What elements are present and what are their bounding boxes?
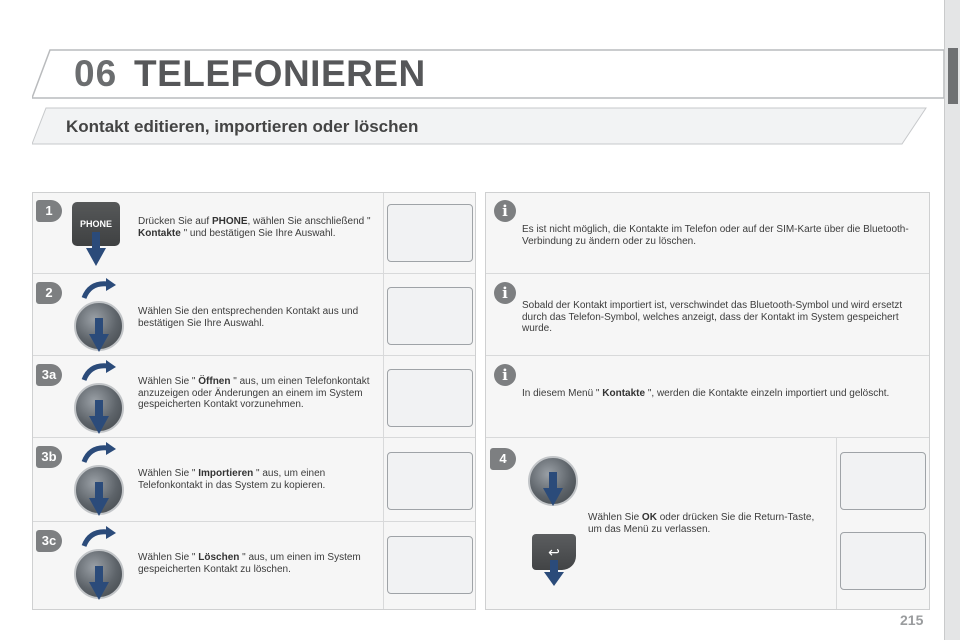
chapter-tab-marker [948,48,958,104]
info-icon: i [494,200,516,222]
info-note-2: Sobald der Kontakt importiert ist, versc… [522,300,903,335]
step-2-text: Wählen Sie den entsprechenden Kontakt au… [138,306,359,329]
info-icon: i [494,282,516,304]
chapter-title: TELEFONIEREN [134,53,426,94]
arrow-down-icon [86,232,106,266]
chapter-header-band [32,49,944,99]
row-divider [33,273,475,274]
section-title: Kontakt editieren, importieren oder lösc… [66,117,419,136]
rotate-arrow-icon [81,442,116,464]
step-badge-4: 4 [490,448,516,470]
radio-thumbnail [840,452,926,510]
radio-thumbnail [387,369,473,427]
arrow-down-icon [89,566,109,600]
info-icon: i [494,364,516,386]
section-header-band [32,107,927,145]
step-badge-3c: 3c [36,530,62,552]
radio-thumbnail [387,536,473,594]
row-divider [486,437,929,438]
chapter-number: 06 [74,53,118,94]
step-badge-1: 1 [36,200,62,222]
step-3b-text: Wählen Sie " Importieren " aus, um einen… [138,468,326,491]
rotate-arrow-icon [81,526,116,548]
step-badge-2: 2 [36,282,62,304]
thumb-column-divider [836,438,837,609]
step-badge-3b: 3b [36,446,62,468]
thumb-column-divider [383,193,384,609]
page-edge-sidebar [944,0,960,640]
step-3c-text: Wählen Sie " Löschen " aus, um einen im … [138,552,361,575]
row-divider [486,273,929,274]
step-badge-3a: 3a [36,364,62,386]
arrow-down-icon [89,318,109,352]
radio-thumbnail [387,204,473,262]
arrow-down-icon [89,400,109,434]
row-divider [33,437,475,438]
arrow-down-icon [544,560,564,586]
rotate-arrow-icon [81,278,116,300]
radio-thumbnail [840,532,926,590]
info-note-1: Es ist nicht möglich, die Kontakte im Te… [522,224,909,247]
radio-thumbnail [387,452,473,510]
rotate-arrow-icon [81,360,116,382]
row-divider [33,355,475,356]
radio-thumbnail [387,287,473,345]
info-note-3: In diesem Menü " Kontakte ", werden die … [522,388,890,399]
step-3a-text: Wählen Sie " Öffnen " aus, um einen Tele… [138,376,370,411]
row-divider [33,521,475,522]
step-1-text: Drücken Sie auf PHONE, wählen Sie anschl… [138,216,371,239]
row-divider [486,355,929,356]
arrow-down-icon [89,482,109,516]
page-number: 215 [900,612,924,628]
step-4-text: Wählen Sie OK oder drücken Sie die Retur… [588,512,815,535]
arrow-down-icon [543,472,563,506]
